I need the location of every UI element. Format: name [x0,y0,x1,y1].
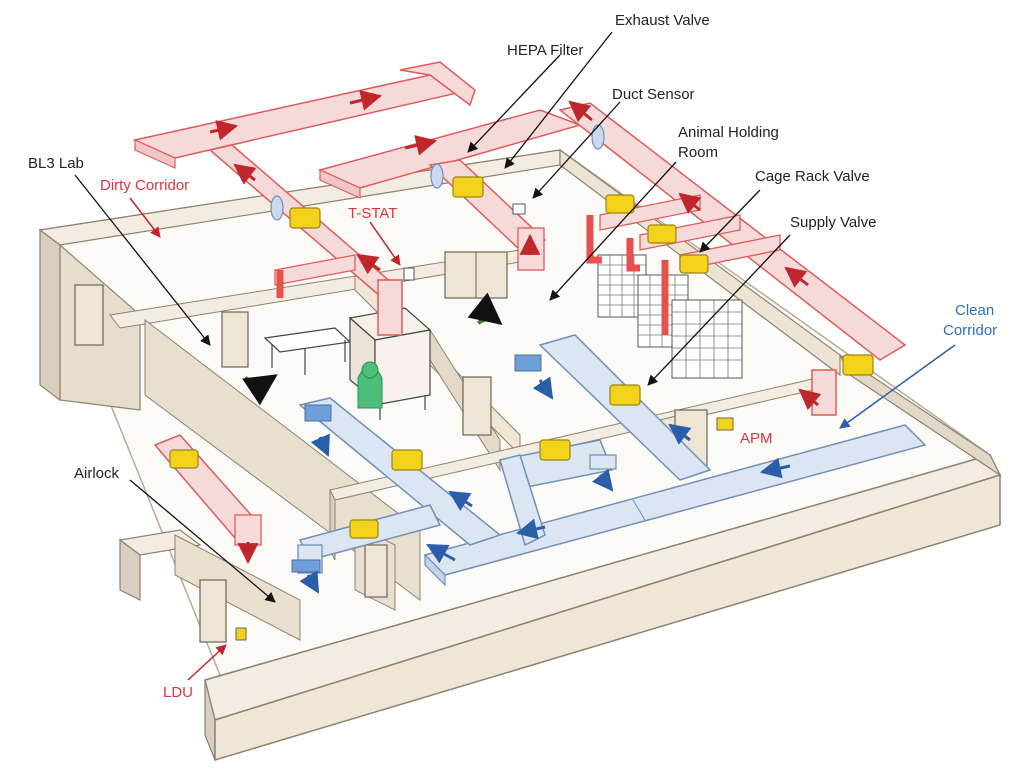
apm-device [716,417,734,431]
label-clean: Clean [955,302,994,319]
label-cage-rack-valve: Cage Rack Valve [755,168,870,185]
exhaust-valve [452,176,484,198]
valve [169,449,199,469]
valve [539,439,571,461]
labels: Exhaust Valve HEPA Filter Duct Sensor An… [28,12,997,701]
lab-table [263,327,352,375]
hepa-filter [270,195,284,221]
biosafety-cabinet [348,307,432,420]
valve [391,449,423,471]
hepa-filter [591,124,605,150]
label-exhaust-valve: Exhaust Valve [615,12,710,29]
cage-rack [671,299,743,379]
label-animal-holding-room: Room [678,144,718,161]
label-hepa-filter: HEPA Filter [507,42,583,59]
red-exhaust-tubes [276,215,669,335]
hepa-filters [270,124,605,221]
door-left-end [74,284,104,346]
valve [647,224,677,244]
label-duct-sensor: Duct Sensor [612,86,695,103]
supply-diffuser [304,404,332,422]
label-animal-holding: Animal Holding [678,124,779,141]
label-dirty-corridor: Dirty Corridor [100,177,189,194]
label-ldu: LDU [163,684,193,701]
supply-valve [609,384,641,406]
label-bl3-lab: BL3 Lab [28,155,84,172]
label-supply-valve: Supply Valve [790,214,876,231]
label-t-stat: T-STAT [348,205,397,222]
label-apm: APM [740,430,773,447]
valve [605,194,635,214]
t-stat-device [403,267,415,281]
door-bl3-lab [221,311,249,368]
supply-diffuser [291,559,321,573]
hepa-filter [430,163,444,189]
label-clean-corridor: Corridor [943,322,997,339]
ldu-device [235,627,247,641]
room-air-arrows [242,292,503,406]
duct-sensor [512,203,526,215]
supply-flow-arrows [299,376,791,594]
leader-lines [74,31,791,603]
cage-rack-valve [679,254,709,274]
valve [349,519,379,539]
colored-leaders [129,197,956,681]
label-airlock: Airlock [74,465,120,482]
door-airlock-inner [364,544,388,598]
door-airlock [199,579,227,643]
supply-diffuser [589,454,617,470]
exhaust-flow-arrows [209,90,822,565]
door-bl3-side [462,376,492,436]
valve [289,207,321,229]
valves [169,176,874,539]
supply-diffuser [514,354,542,372]
valve [842,354,874,376]
